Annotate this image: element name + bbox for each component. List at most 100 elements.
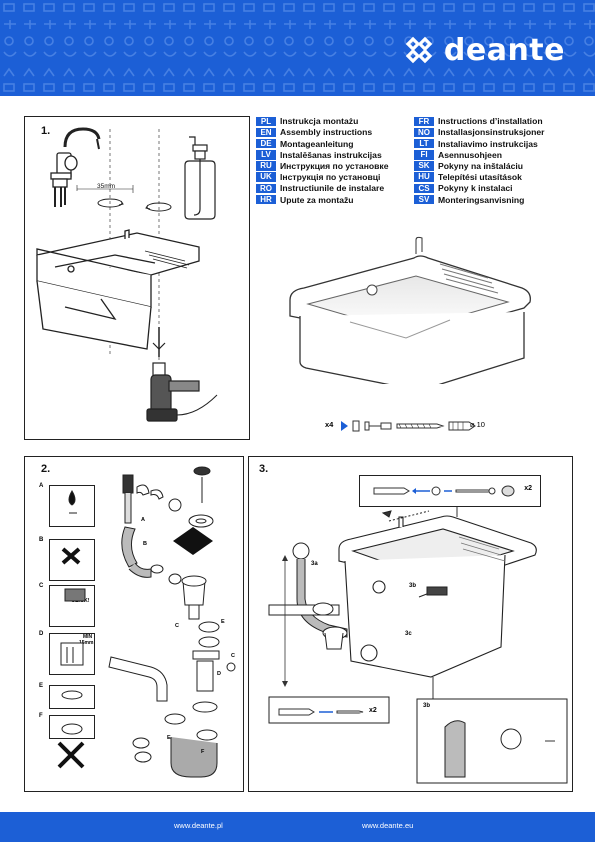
language-row: RO Instructiunile de instalare (256, 183, 389, 194)
step2-part-label: A (141, 517, 145, 523)
language-title: Installasjonsinstruksjoner (438, 127, 545, 138)
language-row: UK Інструкція по установці (256, 172, 389, 183)
gasket-template-icon (173, 527, 213, 555)
step2-side-box (49, 539, 95, 581)
language-row: FI Asennusohjeen (414, 150, 545, 161)
language-code: RU (256, 161, 276, 171)
language-code: NO (414, 127, 434, 138)
sub-3b: 3b (409, 583, 417, 589)
language-title: Instructions d’installation (438, 116, 543, 127)
language-code: HU (414, 172, 434, 182)
language-row: SK Pokyny na inštaláciu (414, 161, 545, 172)
footer-link-pl[interactable]: www.deante.pl (174, 821, 223, 830)
step2-side-box (49, 685, 95, 709)
language-title: Instalēšanas instrukcijas (280, 149, 382, 160)
language-title: Инструкция по установке (280, 161, 389, 172)
language-code: FI (414, 150, 434, 160)
step1-number: 1. (41, 125, 51, 137)
language-code: LV (256, 150, 276, 160)
language-row: FR Instructions d’installation (414, 116, 545, 127)
language-code: PL (256, 116, 276, 127)
footer: www.deante.pl www.deante.eu (0, 812, 595, 842)
language-title: Інструкція по установці (280, 172, 381, 183)
step2-side-label: F (39, 713, 43, 719)
step2-side-label: C (39, 583, 44, 589)
kit-count: x4 (325, 420, 334, 429)
soap-dispenser-icon (184, 136, 216, 220)
language-code: UK (256, 172, 276, 182)
language-title: Pokyny na inštaláciu (438, 161, 524, 172)
step1-measure: 35mm (97, 183, 116, 190)
step1-panel: 1. (24, 116, 250, 440)
language-title: Telepítési utasítások (438, 172, 522, 183)
language-title: Instrukcja montażu (280, 116, 359, 127)
language-title: Instaliavimo instrukcijas (438, 138, 538, 149)
step2-part-label: F (201, 749, 205, 755)
step2-side-label: E (39, 683, 44, 689)
language-code: EN (256, 127, 276, 138)
detail-3b: 3b (423, 703, 431, 709)
footer-link-eu[interactable]: www.deante.eu (362, 821, 414, 830)
language-row: SV Monteringsanvisning (414, 194, 545, 205)
language-row: EN Assembly instructions (256, 127, 389, 138)
min-label: MIN (83, 634, 93, 640)
step2-part-label: B (143, 541, 147, 547)
step2-part-label: D (217, 671, 221, 677)
step2-side-box (49, 715, 95, 739)
step1-illustration (36, 127, 218, 422)
step3-panel: 3. x2 (248, 456, 573, 792)
language-code: DE (256, 138, 276, 149)
step2-number: 2. (41, 463, 51, 475)
language-code: SK (414, 161, 434, 171)
language-code: LT (414, 138, 434, 149)
language-title: Assembly instructions (280, 127, 373, 138)
count-bottom: x2 (369, 707, 377, 714)
language-title: Asennusohjeen (438, 149, 502, 160)
header-banner: deante (0, 0, 595, 96)
kit-parts-icon (341, 420, 476, 432)
step3-number: 3. (259, 463, 269, 475)
header-pattern (3, 3, 595, 92)
language-row: RU Инструкция по установке (256, 161, 389, 172)
step2-part-label: E (221, 619, 225, 625)
language-row: LT Instaliavimo instrukcijas (414, 138, 545, 149)
step2-part-label: E (167, 735, 171, 741)
product-sink-illustration (289, 236, 531, 384)
min-value: 15mm (79, 640, 94, 646)
language-title: Montageanleitung (280, 138, 354, 149)
mounting-kit: x4 ⌀ 10 (325, 419, 545, 433)
step2-part-label: C (231, 653, 235, 659)
step2-side-label: D (39, 631, 44, 637)
language-code: FR (414, 116, 434, 127)
drill-icon (146, 327, 218, 422)
brand-name: deante (443, 32, 565, 68)
step2-side-label: B (39, 537, 44, 543)
step2-side-label: A (39, 483, 44, 489)
language-title: Upute za montažu (280, 194, 354, 205)
arrow-icon (341, 421, 348, 431)
language-row: DE Montageanleitung (256, 138, 389, 149)
step2-side-box (49, 633, 95, 675)
language-code: CS (414, 183, 434, 194)
brand-logo-icon (405, 36, 433, 64)
language-title: Pokyny k instalaci (438, 183, 513, 194)
sub-3c: 3c (405, 631, 412, 637)
step2-side-box (49, 585, 95, 627)
step2-part-label: C (175, 623, 179, 629)
sink-installation-view (268, 507, 568, 784)
language-title: Instructiunile de instalare (280, 183, 385, 194)
language-row: PL Instrukcja montażu (256, 116, 389, 127)
language-code: RO (256, 183, 276, 194)
language-code: SV (414, 194, 434, 205)
brand-logo: deante (402, 30, 565, 70)
language-title: Monteringsanvisning (438, 194, 525, 205)
screw-detail-top: x2 (359, 475, 541, 507)
faucet-icon (50, 127, 101, 207)
kit-diameter: ⌀ 10 (470, 420, 485, 429)
language-row: HU Telepítési utasítások (414, 172, 545, 183)
sub-3a: 3a (311, 561, 318, 567)
